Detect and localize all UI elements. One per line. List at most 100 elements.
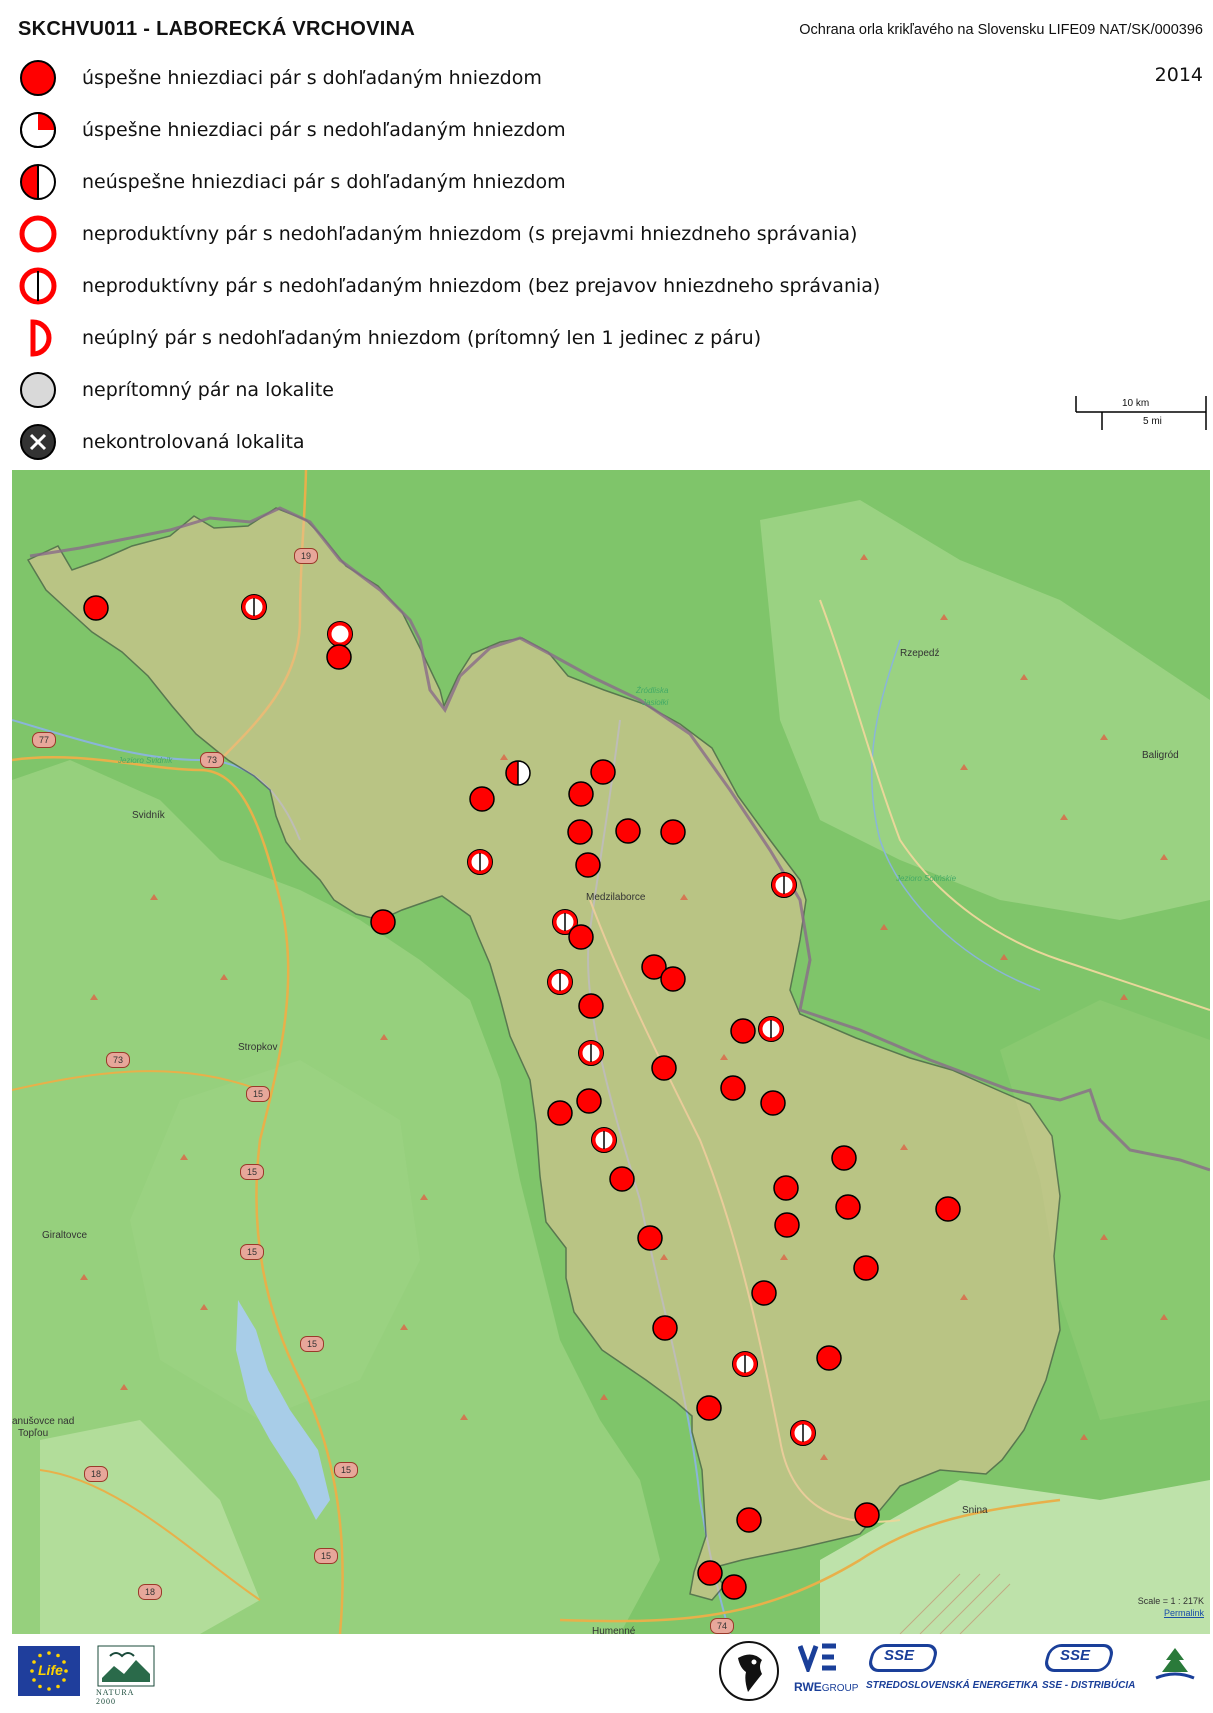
nest-marker-full-red[interactable] — [697, 1560, 723, 1586]
nest-marker-full-red[interactable] — [578, 993, 604, 1019]
raptor-protection-logo — [718, 1640, 780, 1702]
legend-item-ring-line-red: neproduktívny pár s nedohľadaným hniezdo… — [18, 266, 880, 306]
map-title: SKCHVU011 - LABORECKÁ VRCHOVINA — [18, 18, 416, 40]
rwe-group-text: GROUP — [821, 1683, 859, 1694]
nest-marker-full-red[interactable] — [760, 1090, 786, 1116]
nest-marker-ring-line-red[interactable] — [591, 1127, 617, 1153]
legend-item-full-red: úspešne hniezdiaci pár s dohľadaným hnie… — [18, 58, 542, 98]
nest-marker-ring-line-red[interactable] — [790, 1420, 816, 1446]
road-number-badge: 73 — [200, 752, 224, 768]
nest-marker-full-red[interactable] — [469, 786, 495, 812]
eagle-head-icon — [719, 1641, 779, 1701]
nest-marker-full-red[interactable] — [641, 954, 667, 980]
nest-marker-full-red[interactable] — [567, 819, 593, 845]
road-number-badge: 15 — [334, 1462, 358, 1478]
scale-km-label: 10 km — [1122, 398, 1150, 409]
road-number-badge: 77 — [32, 732, 56, 748]
map-basemap — [12, 470, 1210, 1634]
nest-marker-full-red[interactable] — [774, 1212, 800, 1238]
scale-ratio: Scale = 1 : 217K — [1137, 1596, 1204, 1606]
nest-marker-full-red[interactable] — [935, 1196, 961, 1222]
nest-marker-full-red[interactable] — [651, 1055, 677, 1081]
natura-2000-logo: NATURA 2000 — [96, 1644, 156, 1706]
nest-marker-full-red[interactable] — [854, 1502, 880, 1528]
road-number-badge: 15 — [314, 1548, 338, 1564]
road-number-badge: 18 — [84, 1466, 108, 1482]
nest-marker-full-red[interactable] — [751, 1280, 777, 1306]
road-number-badge: 74 — [710, 1618, 734, 1634]
nest-marker-ring-line-red[interactable] — [758, 1016, 784, 1042]
nest-marker-ring-line-red[interactable] — [578, 1040, 604, 1066]
project-name: Ochrana orla krikľavého na Slovensku LIF… — [799, 22, 1203, 38]
permalink-link[interactable]: Permalink — [1163, 1608, 1204, 1618]
nest-marker-full-red[interactable] — [816, 1345, 842, 1371]
nest-marker-full-red[interactable] — [637, 1225, 663, 1251]
road-number-badge: 18 — [138, 1584, 162, 1600]
nest-marker-ring-line-red[interactable] — [547, 969, 573, 995]
nest-marker-full-red[interactable] — [831, 1145, 857, 1171]
nest-marker-full-red[interactable] — [730, 1018, 756, 1044]
nest-marker-full-red[interactable] — [853, 1255, 879, 1281]
road-number-badge: 73 — [106, 1052, 130, 1068]
legend-label: úspešne hniezdiaci pár s dohľadaným hnie… — [82, 67, 542, 89]
nest-marker-ring-line-red[interactable] — [552, 909, 578, 935]
ring-line-red-circle-icon — [19, 267, 57, 305]
life-logo-text: Life — [38, 1662, 63, 1678]
nest-marker-full-red[interactable] — [568, 924, 594, 950]
natura-label: NATURA 2000 — [96, 1688, 135, 1706]
legend-label: neprítomný pár na lokalite — [82, 379, 334, 401]
ring-red-circle-icon — [19, 215, 57, 253]
nest-marker-half-red[interactable] — [505, 760, 531, 786]
nest-marker-full-red[interactable] — [547, 1100, 573, 1126]
nest-marker-ring-line-red[interactable] — [241, 594, 267, 620]
legend-label: nekontrolovaná lokalita — [82, 431, 305, 453]
road-number-badge: 15 — [240, 1164, 264, 1180]
place-label: Svidník — [132, 810, 165, 821]
nest-marker-full-red[interactable] — [721, 1574, 747, 1600]
sse-distribucia-subtitle: SSE - DISTRIBÚCIA — [1042, 1680, 1136, 1691]
nest-marker-full-red[interactable] — [835, 1194, 861, 1220]
legend-item-grey: neprítomný pár na lokalite — [18, 370, 334, 410]
place-label: Baligród — [1142, 750, 1179, 761]
legend-item-cross: nekontrolovaná lokalita — [18, 422, 305, 462]
water-label: Jezioro Svidník — [118, 756, 173, 765]
half-red-circle-icon — [20, 164, 56, 200]
nest-marker-full-red[interactable] — [609, 1166, 635, 1192]
rwe-text: RWEGROUP — [794, 1680, 858, 1694]
nest-marker-full-red[interactable] — [326, 644, 352, 670]
nest-marker-full-red[interactable] — [660, 819, 686, 845]
nest-marker-full-red[interactable] — [575, 852, 601, 878]
ministry-logo — [1150, 1646, 1200, 1702]
nest-marker-full-red[interactable] — [652, 1315, 678, 1341]
place-label: anušovce nad — [12, 1416, 75, 1427]
sse-text: SSE — [1060, 1647, 1091, 1664]
rwe-mark-icon — [798, 1643, 836, 1672]
sse-distribucia-logo: SSE SSE - DISTRIBÚCIA — [1040, 1644, 1140, 1704]
legend-item-ring-red: neproduktívny pár s nedohľadaným hniezdo… — [18, 214, 857, 254]
year-label: 2014 — [1154, 64, 1203, 86]
road-number-badge: 19 — [294, 548, 318, 564]
road-number-badge: 15 — [246, 1086, 270, 1102]
nest-marker-ring-line-red[interactable] — [732, 1351, 758, 1377]
full-red-circle-icon — [20, 60, 56, 96]
footer-logos: Life NATURA 2000 RWEGROUP SSE STREDOSLOV… — [0, 1634, 1213, 1713]
nest-marker-ring-red[interactable] — [327, 621, 353, 647]
legend-label: neúspešne hniezdiaci pár s dohľadaným hn… — [82, 171, 566, 193]
nest-marker-full-red[interactable] — [615, 818, 641, 844]
nest-marker-full-red[interactable] — [660, 966, 686, 992]
sse-subtitle: STREDOSLOVENSKÁ ENERGETIKA — [866, 1680, 1039, 1691]
nest-marker-ring-line-red[interactable] — [771, 872, 797, 898]
nest-marker-full-red[interactable] — [576, 1088, 602, 1114]
nest-marker-full-red[interactable] — [83, 595, 109, 621]
water-label: Jezioro Solińskie — [896, 874, 957, 883]
nest-marker-full-red[interactable] — [736, 1507, 762, 1533]
nest-marker-ring-line-red[interactable] — [467, 849, 493, 875]
nest-marker-full-red[interactable] — [590, 759, 616, 785]
legend-item-half-red: neúspešne hniezdiaci pár s dohľadaným hn… — [18, 162, 566, 202]
nest-marker-full-red[interactable] — [370, 909, 396, 935]
nest-marker-full-red[interactable] — [696, 1395, 722, 1421]
nest-marker-full-red[interactable] — [568, 781, 594, 807]
nest-marker-full-red[interactable] — [773, 1175, 799, 1201]
nest-marker-full-red[interactable] — [720, 1075, 746, 1101]
